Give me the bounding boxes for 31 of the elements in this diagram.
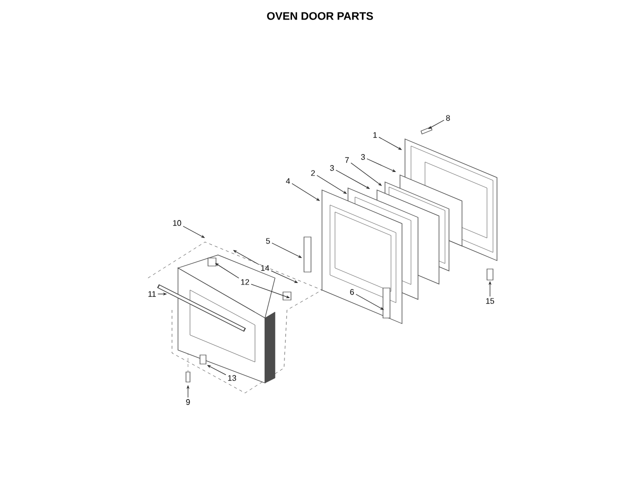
- leader-line: [182, 226, 205, 238]
- callout-number: 14: [261, 265, 270, 271]
- leader-line: [233, 250, 260, 265]
- callout-number: 11: [148, 291, 156, 297]
- title: OVEN DOOR PARTS: [267, 12, 373, 20]
- leader-line: [378, 136, 402, 150]
- callout-number: 5: [266, 238, 270, 244]
- callout-number: 7: [345, 157, 349, 163]
- callout-number: 8: [446, 115, 450, 121]
- callout-number: 1: [373, 132, 377, 138]
- callout-number: 9: [186, 399, 190, 405]
- callout-number: 13: [228, 375, 236, 381]
- leader-line: [316, 175, 347, 194]
- leader-line: [350, 162, 382, 186]
- callout-number: 6: [350, 289, 354, 295]
- callout-number: 3: [330, 165, 334, 171]
- leader-line: [356, 294, 384, 310]
- leader-line: [292, 183, 320, 201]
- leader-line: [428, 120, 444, 129]
- callout-number: 15: [486, 298, 494, 304]
- leader-line: [207, 365, 226, 376]
- callout-number: 12: [241, 279, 250, 285]
- callout-number: 3: [361, 154, 365, 160]
- leader-line: [215, 263, 240, 278]
- leader-line: [272, 242, 302, 258]
- callout-number: 10: [173, 220, 182, 226]
- leader-line: [366, 158, 396, 172]
- callout-number: 4: [286, 178, 290, 184]
- leader-line: [270, 270, 298, 283]
- leader-line: [336, 170, 370, 189]
- callout-number: 2: [311, 170, 315, 176]
